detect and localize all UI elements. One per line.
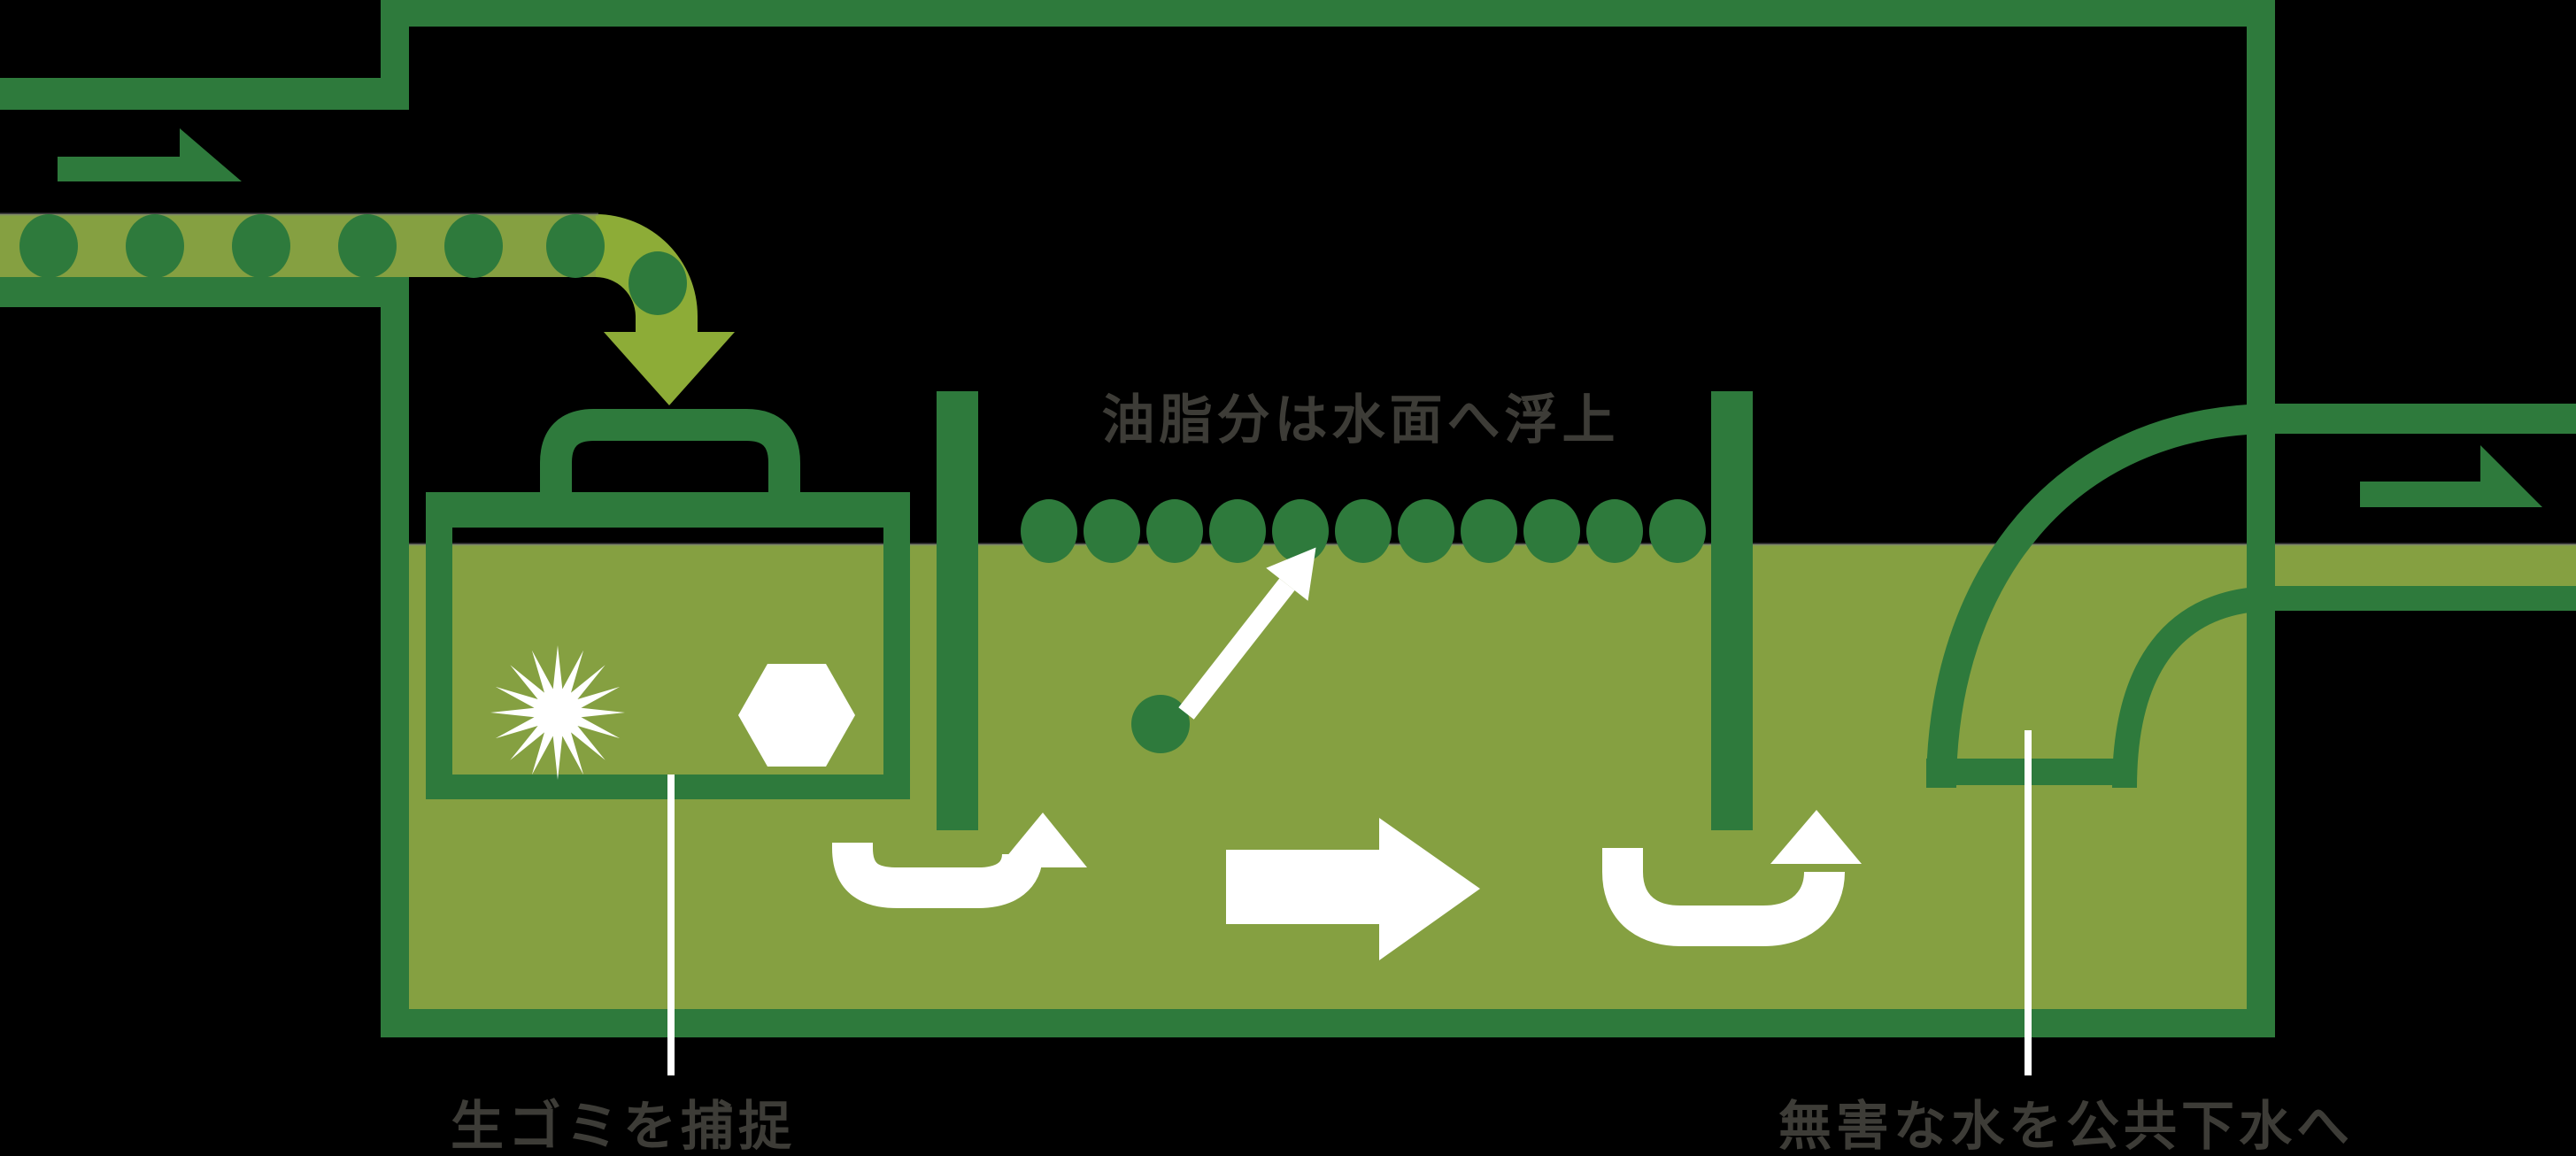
callout-line-outflow bbox=[2025, 730, 2032, 1075]
debris-dot bbox=[546, 214, 605, 278]
basket-rim bbox=[426, 492, 910, 528]
burst-debris-icon bbox=[490, 645, 625, 780]
oil-droplet bbox=[1272, 499, 1329, 563]
oil-rise-arrow-shaft bbox=[1178, 578, 1295, 720]
debris-dot bbox=[126, 214, 184, 278]
hexagon-debris-icon bbox=[738, 664, 855, 767]
oil-droplet bbox=[1649, 499, 1706, 563]
inflow-pipe-underside bbox=[0, 277, 409, 307]
inlet-wall-ledge bbox=[0, 78, 403, 110]
label-basket-captures: 生ゴミを捕捉 bbox=[451, 1097, 796, 1156]
oil-droplet bbox=[1461, 499, 1517, 563]
oil-droplet bbox=[1084, 499, 1140, 563]
labels-layer: 油脂分は水面へ浮上 生ゴミを捕捉 無害な水を公共下水へ bbox=[451, 390, 2354, 1156]
oil-droplet bbox=[1209, 499, 1266, 563]
inflow-debris-dots bbox=[19, 214, 687, 315]
outflow-speed-arrow-icon bbox=[2360, 445, 2542, 507]
flow-right-arrow-icon bbox=[1226, 818, 1480, 960]
edge-lines bbox=[0, 212, 2576, 546]
underflow-arrow-2-head bbox=[1770, 810, 1862, 864]
oil-rise-arrow-head bbox=[1266, 547, 1316, 601]
underflow-arrow-2 bbox=[1602, 810, 1862, 946]
oil-droplet bbox=[1398, 499, 1454, 563]
oil-rise-arrow-icon bbox=[1178, 547, 1316, 720]
tank-right-wall bbox=[2247, 0, 2275, 1037]
basket-handle bbox=[540, 409, 800, 494]
baffle-plate-2 bbox=[1711, 391, 1753, 830]
oil-droplet bbox=[1523, 499, 1580, 563]
oil-droplet bbox=[1586, 499, 1643, 563]
structure-layer bbox=[0, 0, 2576, 1037]
basket-right-side bbox=[883, 528, 910, 799]
strainer-basket bbox=[426, 409, 910, 799]
outflow-water-stream bbox=[2275, 544, 2576, 586]
baffle-plate-1 bbox=[937, 391, 978, 830]
elbow-outer-wall bbox=[1926, 404, 2576, 789]
debris-dot bbox=[444, 214, 503, 278]
rising-oil-droplet bbox=[1131, 695, 1190, 753]
debris-dot bbox=[629, 251, 687, 315]
inflow-pipe-water bbox=[0, 214, 598, 277]
tank-floor bbox=[381, 1009, 2275, 1037]
white-layer bbox=[490, 547, 2032, 1075]
debris-dot bbox=[338, 214, 397, 278]
oil-droplet bbox=[1021, 499, 1077, 563]
label-clean-water-out: 無害な水を公共下水へ bbox=[1778, 1097, 2354, 1156]
label-oil-floats: 油脂分は水面へ浮上 bbox=[1102, 390, 1620, 450]
oil-droplet bbox=[1146, 499, 1203, 563]
debris-dot bbox=[19, 214, 78, 278]
debris-dot bbox=[232, 214, 290, 278]
underflow-arrow-1 bbox=[832, 813, 1087, 908]
underflow-arrow-1-head bbox=[998, 813, 1087, 867]
tank-top-wall bbox=[381, 0, 2275, 27]
inflow-speed-arrow-icon bbox=[58, 128, 242, 181]
callout-line-basket bbox=[667, 775, 675, 1075]
oil-droplet bbox=[1335, 499, 1392, 563]
underflow-arrow-1-curve bbox=[832, 843, 1043, 908]
basket-left-side bbox=[426, 528, 452, 799]
tank-left-wall-lower bbox=[381, 279, 409, 1037]
surface-oil-droplets bbox=[1021, 499, 1706, 563]
underflow-arrow-2-curve bbox=[1602, 848, 1845, 946]
